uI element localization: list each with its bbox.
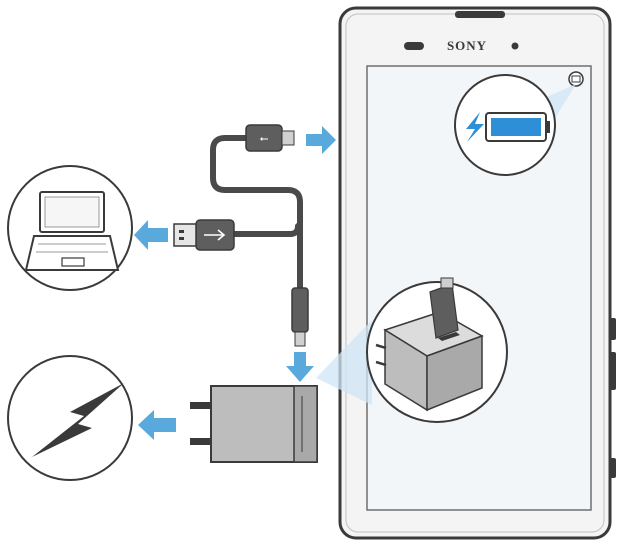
battery-callout: [454, 74, 576, 176]
brand-logo: SONY: [446, 38, 488, 53]
side-button: [610, 352, 616, 390]
arrow-to-outlet: [138, 410, 176, 440]
arrow-to-laptop: [134, 220, 168, 250]
side-button: [610, 458, 616, 478]
usb-plug: [429, 277, 459, 339]
adapter-callout: [316, 277, 508, 423]
charger-adapter: [190, 385, 318, 463]
micro-usb-connector: ⭠: [245, 124, 295, 152]
charger-adapter-icon: [375, 311, 484, 412]
usb-plug-bottom: [291, 287, 309, 347]
usb-symbol-icon: [204, 229, 226, 241]
usb-a-connector: [173, 219, 235, 251]
laptop-icon: [24, 191, 120, 271]
arrow-to-adapter: [286, 352, 314, 382]
charging-bolt-icon: [466, 112, 484, 142]
side-button: [610, 318, 616, 340]
usb-cable: ⭠: [173, 124, 309, 347]
arrows: [134, 126, 336, 440]
arrow-to-phone: [306, 126, 336, 154]
laptop-callout: [7, 165, 133, 291]
power-callout: [7, 355, 133, 481]
earpiece: [404, 42, 424, 50]
battery-charging-icon: [466, 112, 550, 142]
front-camera: [511, 42, 519, 50]
lightning-bolt-icon: [32, 383, 124, 457]
notification-led: [568, 71, 584, 87]
usb-symbol-icon: ⭠: [260, 132, 269, 145]
